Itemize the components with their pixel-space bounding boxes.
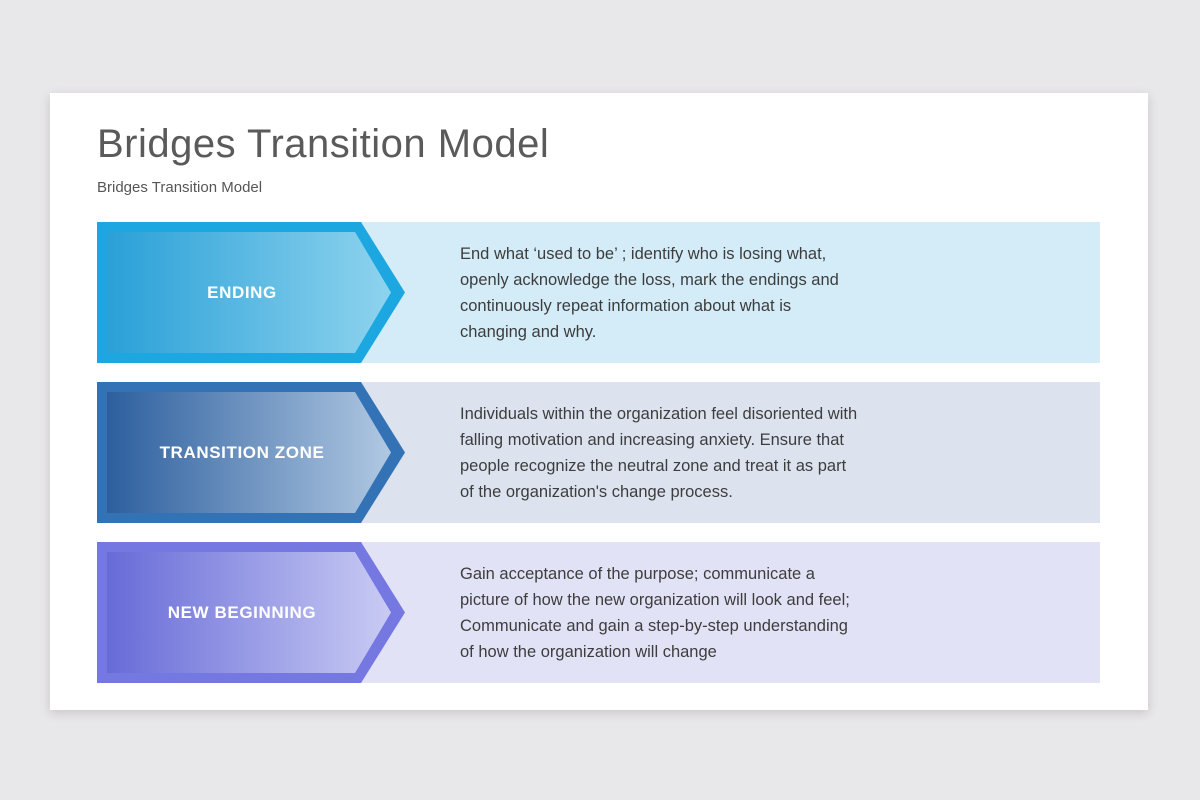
arrow-shape-icon xyxy=(97,542,405,683)
stage-label: TRANSITION ZONE xyxy=(159,442,325,462)
arrow-shape-icon xyxy=(97,382,405,523)
stage-row-transition-zone: TRANSITION ZONE Individuals within the o… xyxy=(97,382,1100,523)
stage-row-ending: ENDING End what ‘used to be’ ; identify … xyxy=(97,222,1100,363)
page-title: Bridges Transition Model xyxy=(97,122,550,166)
stage-label: NEW BEGINNING xyxy=(167,602,317,622)
stage-description: End what ‘used to be’ ; identify who is … xyxy=(460,244,839,341)
stage-description: Gain acceptance of the purpose; communic… xyxy=(460,564,850,661)
stage-label: ENDING xyxy=(207,282,277,302)
arrow-shape-icon xyxy=(97,222,405,363)
stage-description: Individuals within the organization feel… xyxy=(460,404,858,501)
page-subtitle: Bridges Transition Model xyxy=(97,179,263,196)
slide-card: Bridges Transition Model Bridges Transit… xyxy=(50,93,1148,710)
stage-row-new-beginning: NEW BEGINNING Gain acceptance of the pur… xyxy=(97,542,1100,683)
transition-stages-list: ENDING End what ‘used to be’ ; identify … xyxy=(97,222,1100,683)
